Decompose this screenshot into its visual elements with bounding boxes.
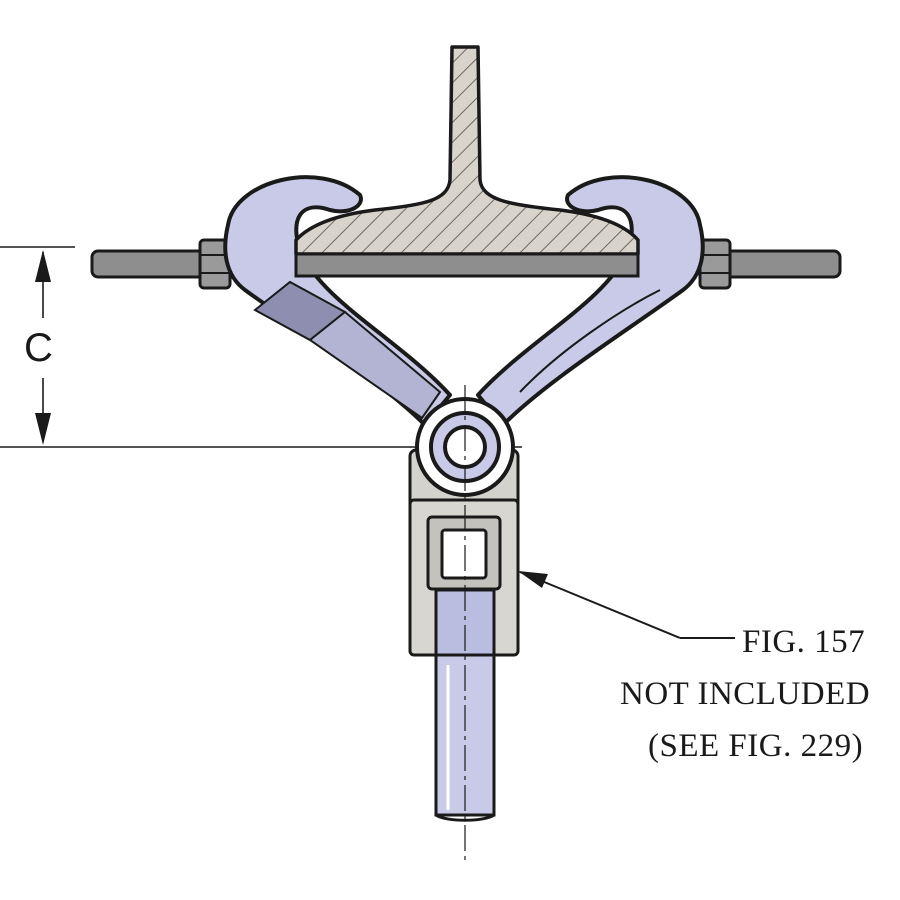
horizontal-rod [90,249,842,279]
socket-hanger [408,448,520,657]
callout-leader [518,571,735,639]
dimension-arrow-up [35,250,51,282]
callout-not-included: NOT INCLUDED [620,676,871,712]
clamp-jaw-right [476,175,705,427]
beam-section [294,45,640,278]
dimension-label-c: C [24,326,53,370]
callout-fig-157: FIG. 157 [742,624,866,660]
callout-see-fig-229: (SEE FIG. 229) [648,728,864,764]
dimension-arrow-down [35,413,51,445]
clamp-jaw-left [223,175,452,427]
